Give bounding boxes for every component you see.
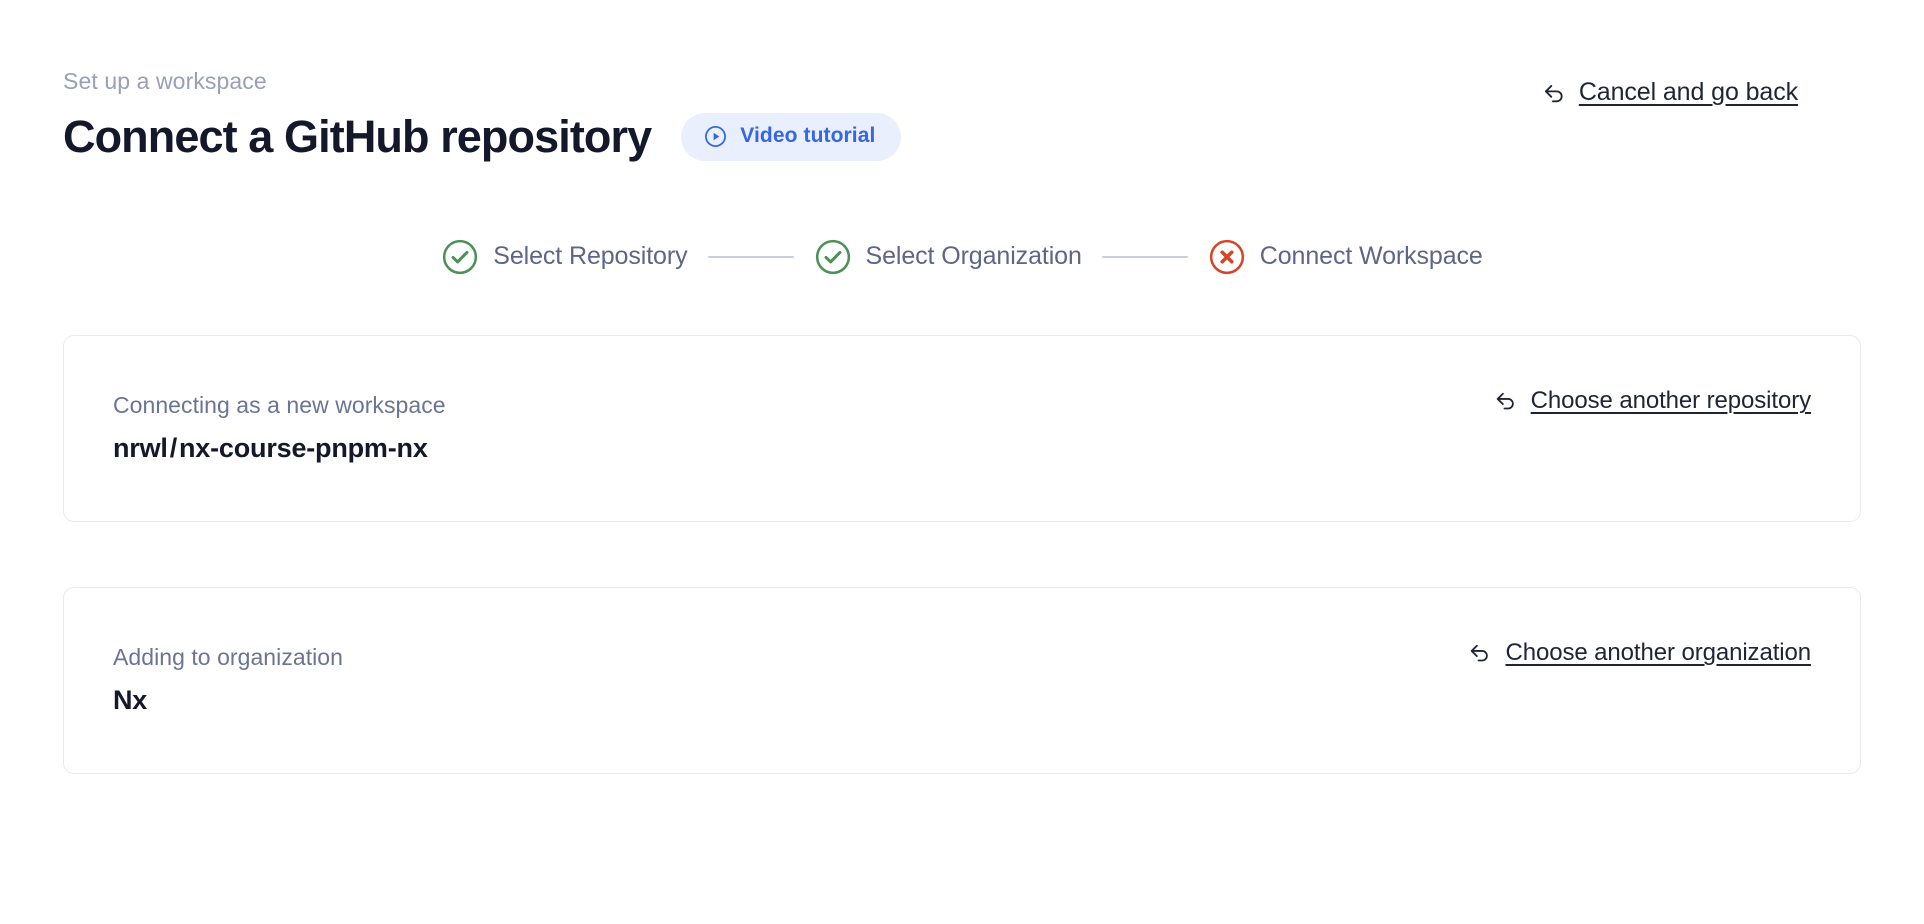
stepper-connector-2 (1101, 255, 1188, 258)
repository-card: Connecting as a new workspace nrwl/nx-co… (63, 334, 1861, 522)
page-header: Set up a workspace Connect a GitHub repo… (63, 0, 1861, 161)
back-arrow-icon (1467, 640, 1493, 666)
choose-another-organization-label: Choose another organization (1505, 639, 1811, 667)
repository-card-value: nrwl/nx-course-pnpm-nx (113, 432, 1811, 464)
stepper-step-select-organization[interactable]: Select Organization (814, 238, 1082, 276)
choose-another-repository-link[interactable]: Choose another repository (1493, 387, 1811, 415)
video-tutorial-label: Video tutorial (740, 124, 876, 148)
repository-name: nx-course-pnpm-nx (179, 433, 428, 464)
repository-owner: nrwl (113, 433, 168, 464)
choose-another-organization-link[interactable]: Choose another organization (1467, 639, 1811, 667)
check-circle-icon (441, 238, 479, 276)
choose-another-repository-label: Choose another repository (1530, 387, 1811, 415)
cancel-and-go-back-link[interactable]: Cancel and go back (1541, 78, 1798, 107)
organization-card-value: Nx (113, 685, 148, 716)
video-tutorial-button[interactable]: Video tutorial (681, 112, 902, 161)
x-circle-icon (1208, 238, 1246, 276)
stepper-label-connect-workspace: Connect Workspace (1259, 242, 1483, 271)
page-title: Connect a GitHub repository (63, 110, 652, 162)
stepper-connector-1 (707, 255, 794, 258)
organization-card-label: Adding to organization (113, 643, 343, 670)
organization-card: Adding to organization Nx Choose another… (63, 586, 1861, 774)
repository-separator: / (169, 433, 178, 464)
progress-stepper: Select Repository Select Organization Co… (63, 238, 1861, 276)
cancel-and-go-back-label: Cancel and go back (1578, 78, 1798, 106)
stepper-label-select-organization: Select Organization (865, 242, 1082, 271)
title-row: Connect a GitHub repository Video tutori… (63, 110, 1861, 162)
stepper-step-connect-workspace[interactable]: Connect Workspace (1208, 238, 1483, 276)
breadcrumb-eyebrow: Set up a workspace (63, 68, 267, 94)
stepper-step-select-repository[interactable]: Select Repository (441, 238, 688, 276)
play-circle-icon (703, 124, 728, 149)
back-arrow-icon (1541, 80, 1567, 106)
stepper-label-select-repository: Select Repository (493, 242, 688, 271)
repository-card-label: Connecting as a new workspace (113, 391, 446, 418)
back-arrow-icon (1493, 388, 1519, 414)
check-circle-icon (814, 238, 852, 276)
